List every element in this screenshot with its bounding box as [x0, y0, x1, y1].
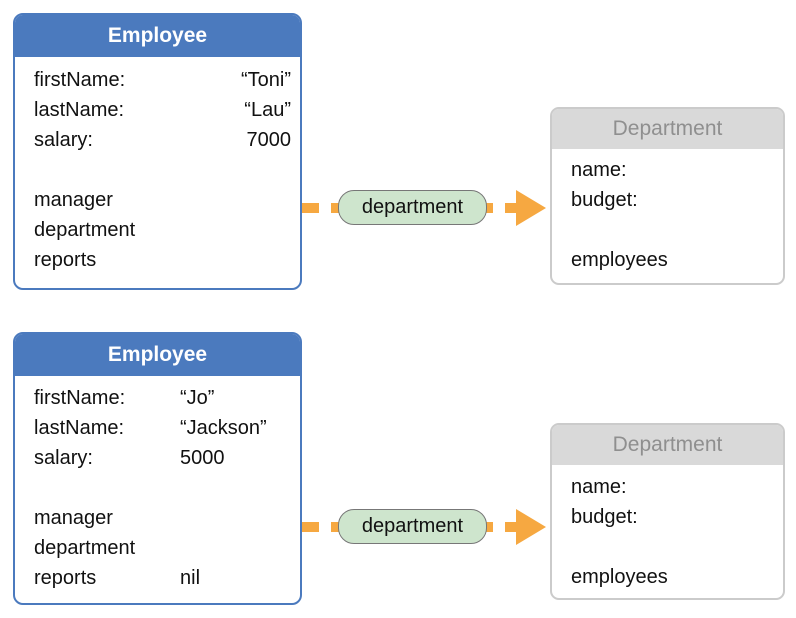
attribute-value: “Jackson”	[180, 417, 267, 439]
arrow-head-icon	[516, 190, 546, 226]
arrow-head-icon	[516, 509, 546, 545]
relationship-row: department	[34, 215, 291, 245]
relationship-name: department	[34, 219, 136, 241]
attribute-label: firstName:	[34, 387, 126, 409]
attribute-label: name:	[571, 476, 627, 498]
employee-card-title: Employee	[15, 334, 300, 376]
relationship-arrow: department	[302, 190, 550, 226]
attribute-label: salary:	[34, 129, 93, 151]
department-card-body: name: budget: employees	[552, 155, 783, 275]
attribute-row: salary: 7000	[34, 125, 291, 155]
attribute-row: lastName: “Lau”	[34, 95, 291, 125]
department-card-title: Department	[552, 425, 783, 465]
attribute-label: budget:	[571, 506, 638, 528]
attribute-value: 5000	[180, 447, 225, 469]
relationship-name: manager	[34, 507, 113, 529]
department-card-title: Department	[552, 109, 783, 149]
attribute-value: 7000	[246, 129, 292, 151]
relationship-name: department	[34, 537, 136, 559]
relationship-row: manager	[34, 185, 291, 215]
department-card: Department name: budget: employees	[550, 107, 785, 285]
relationship-label-pill: department	[338, 509, 487, 544]
relationship-label: department	[361, 515, 464, 537]
employee-card-body: firstName: “Jo” lastName: “Jackson” sala…	[15, 383, 300, 593]
employee-card-body: firstName: “Toni” lastName: “Lau” salary…	[15, 65, 300, 275]
employee-card-title: Employee	[15, 15, 300, 57]
relationship-name: reports	[34, 249, 97, 271]
attribute-label: lastName:	[34, 417, 125, 439]
relationship-row: department	[34, 533, 291, 563]
relationship-name: reports	[34, 567, 97, 589]
attribute-row: name:	[571, 155, 774, 185]
relationship-name: manager	[34, 189, 113, 211]
attribute-row: firstName: “Jo”	[34, 383, 291, 413]
department-card: Department name: budget: employees	[550, 423, 785, 600]
attribute-label: salary:	[34, 447, 93, 469]
relationship-label: department	[361, 196, 464, 218]
attribute-row: lastName: “Jackson”	[34, 413, 291, 443]
relationship-label-pill: department	[338, 190, 487, 225]
attribute-row: salary: 5000	[34, 443, 291, 473]
attribute-value: “Jo”	[180, 387, 215, 409]
attribute-row: name:	[571, 472, 774, 502]
attribute-row: budget:	[571, 185, 774, 215]
relationship-row: manager	[34, 503, 291, 533]
relationship-row: reports	[34, 245, 291, 275]
attribute-label: budget:	[571, 189, 638, 211]
attribute-row: firstName: “Toni”	[34, 65, 291, 95]
attribute-value: “Toni”	[240, 69, 291, 91]
employee-card: Employee firstName: “Toni” lastName: “La…	[13, 13, 302, 290]
employee-card: Employee firstName: “Jo” lastName: “Jack…	[13, 332, 302, 605]
attribute-value: “Lau”	[244, 99, 291, 121]
department-card-body: name: budget: employees	[552, 472, 783, 592]
attribute-label: name:	[571, 159, 627, 181]
relationship-row: reports nil	[34, 563, 291, 593]
relationship-name: employees	[571, 566, 668, 588]
relationship-arrow: department	[302, 509, 550, 545]
attribute-label: firstName:	[34, 69, 126, 91]
relationship-row: employees	[571, 562, 774, 592]
relationship-value: nil	[180, 567, 201, 589]
attribute-label: lastName:	[34, 99, 125, 121]
relationship-row: employees	[571, 245, 774, 275]
relationship-name: employees	[571, 249, 668, 271]
attribute-row: budget:	[571, 502, 774, 532]
